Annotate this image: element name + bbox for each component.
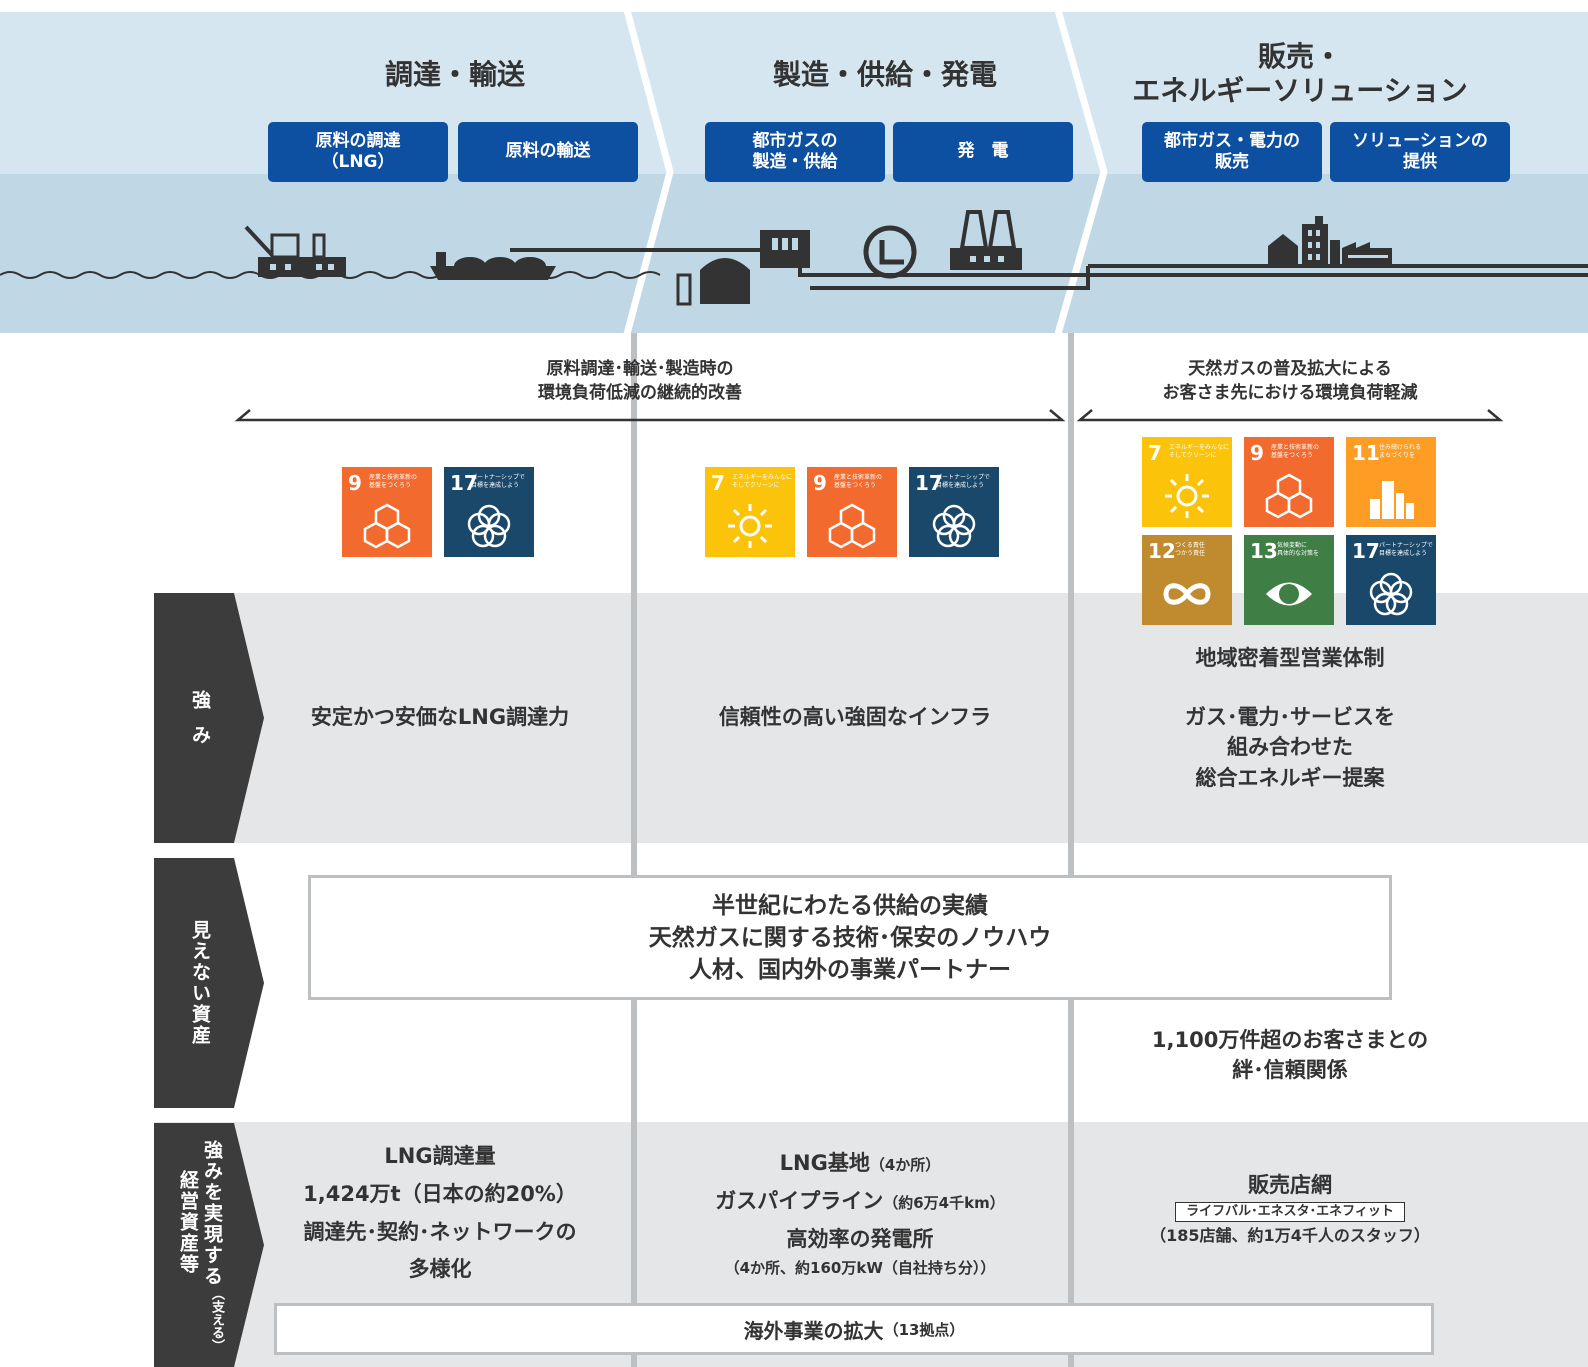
strength-band — [154, 593, 1588, 843]
stage-separators — [623, 9, 1108, 335]
lng-volume-title: LNG調達量 — [384, 1144, 496, 1168]
box-lng-procurement: 原料の調達 （LNG） — [268, 122, 448, 182]
arrow-label-left: 原料調達･輸送･製造時の 環境負荷低減の継続的改善 — [538, 359, 742, 403]
strength-procurement: 安定かつ安価なLNG調達力 — [310, 705, 570, 729]
strength-regional-sales: 地域密着型営業体制 — [1195, 646, 1385, 670]
assets-procurement: LNG調達量 1,424万t（日本の約20%） 調達先･契約･ネットワークの 多… — [290, 1138, 590, 1289]
lng-tanker-icon — [430, 252, 556, 280]
stage-title-production: 製造・供給・発電 — [772, 58, 997, 91]
invisible-assets-box: 半世紀にわたる供給の実績 天然ガスに関する技術･保安のノウハウ 人材、国内外の事… — [308, 875, 1392, 1000]
stage-title-sales: 販売・ エネルギーソリューション — [1132, 40, 1468, 107]
customer-buildings-icon — [1268, 216, 1392, 268]
sales-network-title: 販売店網 — [1248, 1173, 1332, 1197]
row-label-strength: 強み — [189, 690, 211, 760]
assets-infrastructure: LNG基地（4か所） ガスパイプライン（約6万4千km） 高効率の発電所 （4か… — [680, 1145, 1040, 1279]
supplier-diversity: 調達先･契約･ネットワークの — [303, 1219, 577, 1244]
customer-trust: 1,100万件超のお客さまとの 絆･信頼関係 — [1151, 1028, 1429, 1083]
row-label-invisible-assets: 見えない資産 — [189, 920, 211, 1046]
power-plants: 高効率の発電所 — [786, 1226, 934, 1251]
overseas-expansion-box: 海外事業の拡大（13拠点） — [274, 1303, 1434, 1355]
arrow-label-right: 天然ガスの普及拡大による お客さま先における環境負荷軽減 — [1162, 359, 1418, 403]
gas-pipeline: ガスパイプライン — [715, 1188, 884, 1213]
supplier-diversity-cont: 多様化 — [408, 1257, 472, 1282]
scope-arrows — [234, 409, 1504, 422]
supply-chain-illustration — [0, 210, 1588, 306]
lng-platform-icon — [244, 225, 346, 277]
power-plant-icon — [950, 210, 1022, 270]
box-raw-transport: 原料の輸送 — [458, 122, 638, 182]
row-label-management-assets: 強みを実現する（支える） 経営資産等 — [177, 1140, 224, 1352]
divider-right — [1068, 333, 1074, 1367]
strength-infrastructure: 信頼性の高い強固なインフラ — [718, 705, 992, 729]
sales-network-detail: （185店舗、約1万4千人のスタッフ） — [1150, 1226, 1430, 1246]
gas-holder-icon — [863, 225, 917, 279]
box-solutions: ソリューションの 提供 — [1330, 122, 1510, 182]
row-label-tabs — [154, 593, 264, 1367]
stage-title-procurement: 調達・輸送 — [384, 58, 525, 91]
assets-sales-network: 販売店網 ライフバル･エネスタ･エネフィット （185店舗、約1万4千人のスタッ… — [1120, 1170, 1460, 1251]
box-gas-production: 都市ガスの 製造・供給 — [705, 122, 885, 182]
sales-brands-box: ライフバル･エネスタ･エネフィット — [1175, 1201, 1405, 1223]
box-power-generation: 発 電 — [893, 122, 1073, 182]
box-gas-power-sales: 都市ガス・電力の 販売 — [1142, 122, 1322, 182]
power-plants-capacity: （4か所、約160万kW（自社持ち分）） — [724, 1259, 996, 1278]
lng-terminals: LNG基地 — [779, 1151, 870, 1175]
lng-terminal-icon — [676, 230, 810, 306]
strength-total-energy-proposal: ガス･電力･サービスを 組み合わせた 総合エネルギー提案 — [1185, 705, 1395, 790]
lng-volume-value: 1,424万t（日本の約20%） — [303, 1181, 577, 1206]
divider-left — [631, 333, 637, 1367]
